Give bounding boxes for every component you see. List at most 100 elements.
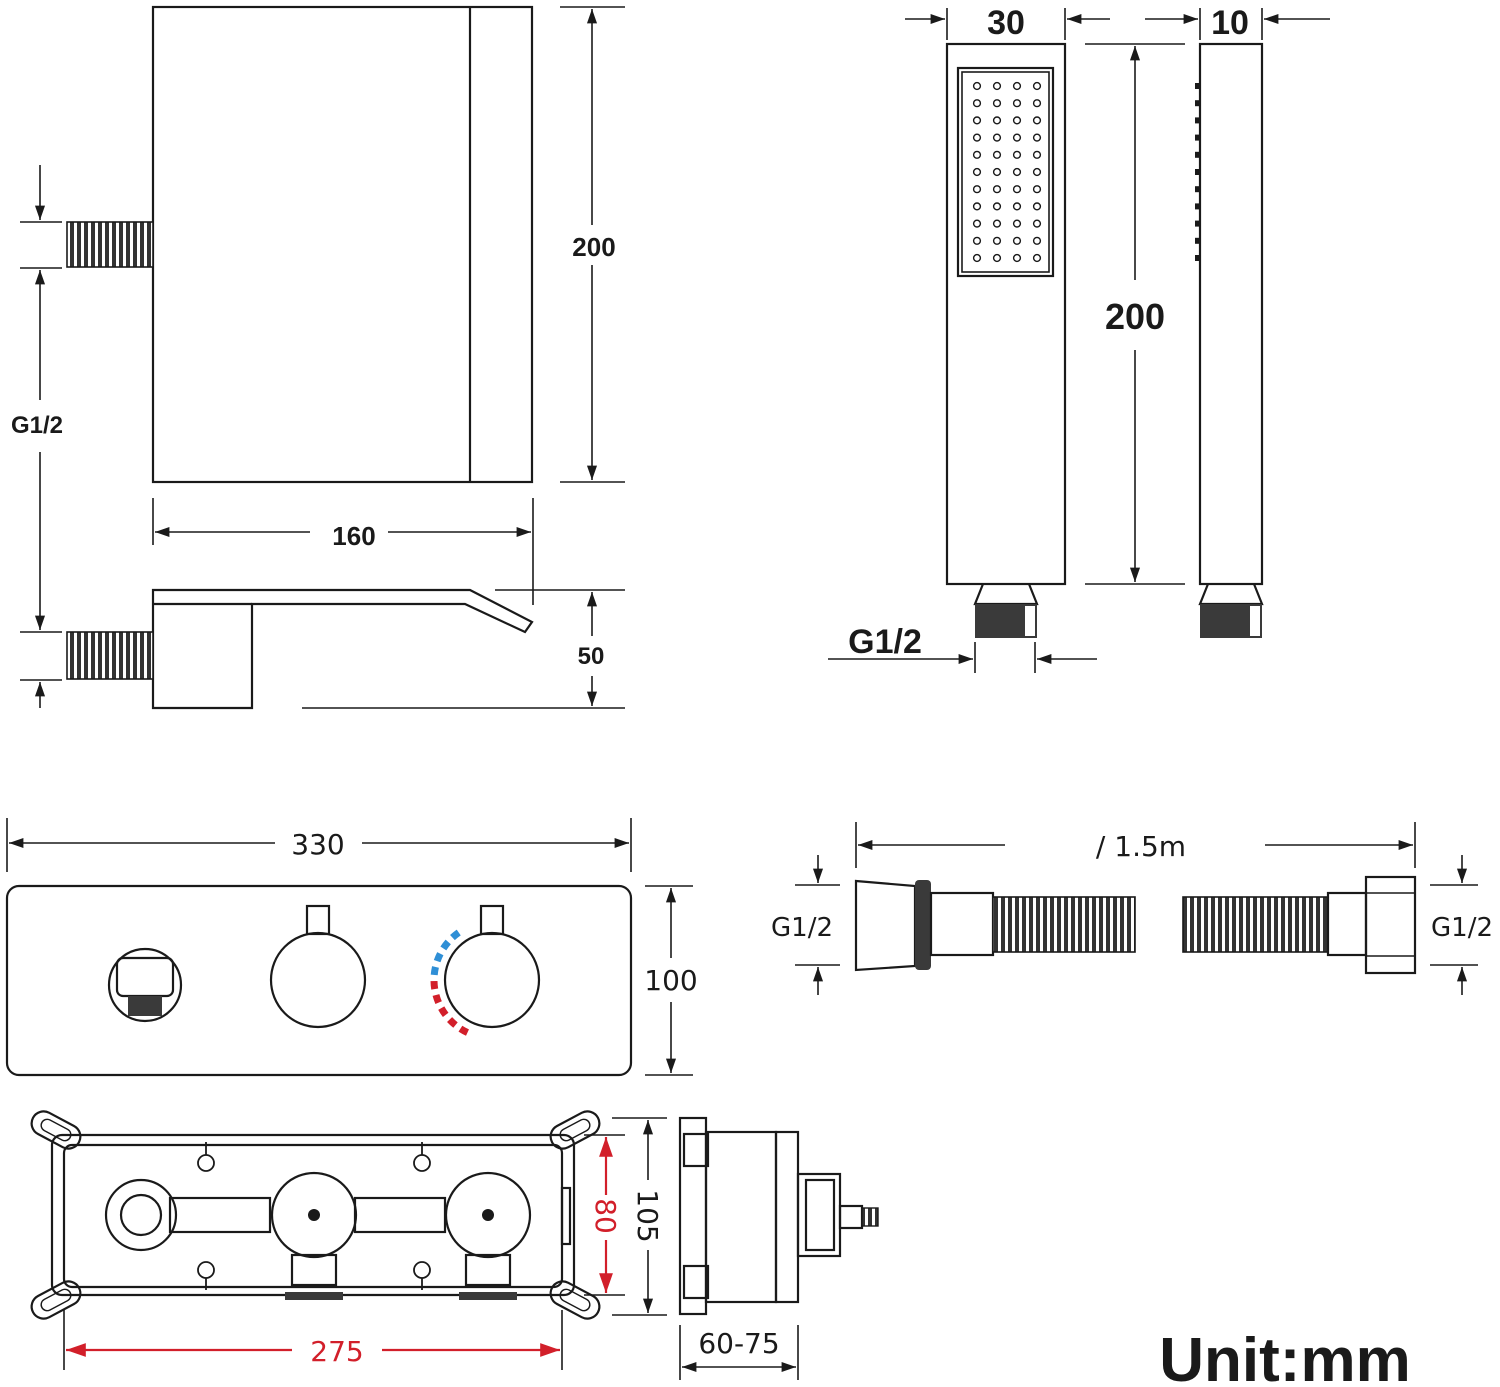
nozzle-dot [1032,167,1042,177]
nozzle-dot [972,133,982,142]
nozzle-dot [1012,185,1022,194]
hose-right-thread-label: G1/2 [1431,913,1493,943]
nozzle-dot [972,116,982,125]
nozzle-dot [972,150,982,159]
spout-thread-label: G1/2 [11,412,63,439]
spout-width-label: 160 [332,521,375,551]
rough-in-depth-label: 60-75 [698,1327,779,1360]
rough-in-height-label: 105 [631,1189,664,1242]
spout-depth-label: 50 [578,643,605,670]
nozzle-dot [992,99,1002,108]
handshower-front-view: 30 200 G1/2 [828,4,1185,673]
spout-thread-top [66,221,154,268]
side-nozzle [1195,83,1201,89]
handshower-thread-label: G1/2 [848,623,922,661]
rough-in-front-view: 275 80 105 [30,1110,667,1370]
side-nozzle [1195,203,1201,210]
rough-in-side-view: 60-75 [678,1116,879,1380]
nozzle-dot [1032,202,1042,211]
faceplate-width-label: 330 [291,828,344,861]
side-nozzle [1195,186,1201,193]
handshower-side-nozzles [1195,83,1201,261]
spout-thread-dimension: G1/2 [11,165,63,708]
nozzle-dot [972,81,982,91]
nozzle-dot [1012,253,1022,263]
hot-segment [458,1025,470,1036]
cold-segment [430,966,439,976]
nozzle-grid [972,81,1042,263]
nozzle-dot [1012,116,1022,125]
nozzle-dot [972,99,982,108]
nozzle-dot [992,236,1002,245]
nozzle-dot [1032,236,1042,245]
nozzle-dot [992,150,1002,159]
rough-in-inner-height-label: 80 [589,1198,622,1234]
nozzle-dot [992,81,1002,91]
hose-right-section [1182,896,1329,953]
side-nozzle [1195,151,1201,158]
hose-length-label: / 1.5m [1096,830,1186,863]
cold-segment [433,952,444,963]
nozzle-dot [972,202,982,211]
nozzle-dot [1032,219,1042,228]
nozzle-dot [1032,133,1042,142]
nozzle-dot [1012,99,1022,108]
nozzle-dot [1012,236,1022,245]
hose-left-thread-label: G1/2 [771,913,833,943]
hot-segment [432,994,442,1005]
nozzle-dot [992,133,1002,142]
thermostat-knob [443,931,541,1029]
side-nozzle [1195,134,1201,141]
side-nozzle [1195,169,1201,175]
side-nozzle [1195,255,1201,261]
spout-height-label: 200 [572,232,615,262]
nozzle-dot [1012,202,1022,211]
nozzle-dot [1032,253,1042,263]
nozzle-dot [992,202,1002,211]
nozzle-dot [1032,81,1042,91]
hot-segment [447,1017,458,1028]
nozzle-dot [972,236,982,245]
hot-segment [430,980,439,990]
side-nozzle [1195,237,1201,244]
hot-segment [438,1006,449,1018]
handshower-width-label: 30 [987,4,1025,42]
nozzle-dot [972,185,982,194]
nozzle-dot [992,167,1002,177]
nozzle-dot [992,253,1002,263]
nozzle-dot [992,219,1002,228]
nozzle-dot [972,253,982,263]
nozzle-dot [972,167,982,177]
handshower-side-view: 10 [1145,4,1330,638]
nozzle-dot [1032,99,1042,108]
cold-segment [450,929,461,941]
hose-left-section [992,896,1136,953]
cold-segment [440,939,451,951]
unit-label: Unit:mm [1159,1326,1410,1387]
nozzle-dot [1032,116,1042,125]
handshower-thickness-label: 10 [1211,4,1249,42]
nozzle-dot [992,185,1002,194]
nozzle-dot [992,116,1002,125]
nozzle-dot [1012,133,1022,142]
nozzle-dot [972,219,982,228]
nozzle-dot [1032,185,1042,194]
temperature-scale [430,929,470,1036]
faceplate-height-label: 100 [644,964,697,997]
spout-front-view: 200 160 [66,5,625,605]
rough-in-width-label: 275 [310,1335,363,1368]
side-nozzle [1195,117,1201,124]
faceplate-view: 330 100 [5,818,698,1077]
diverter-knob [269,931,367,1029]
handshower-length-label: 200 [1105,296,1165,337]
nozzle-dot [1012,81,1022,91]
nozzle-dot [1012,219,1022,228]
side-nozzle [1195,100,1201,107]
side-nozzle [1195,220,1201,227]
nozzle-dot [1012,150,1022,159]
spout-thread-bottom [66,631,154,680]
nozzle-dot [1012,167,1022,177]
hose-view: / 1.5m G1/2 G1/2 [771,822,1493,995]
spout-side-view: 50 [66,588,625,710]
